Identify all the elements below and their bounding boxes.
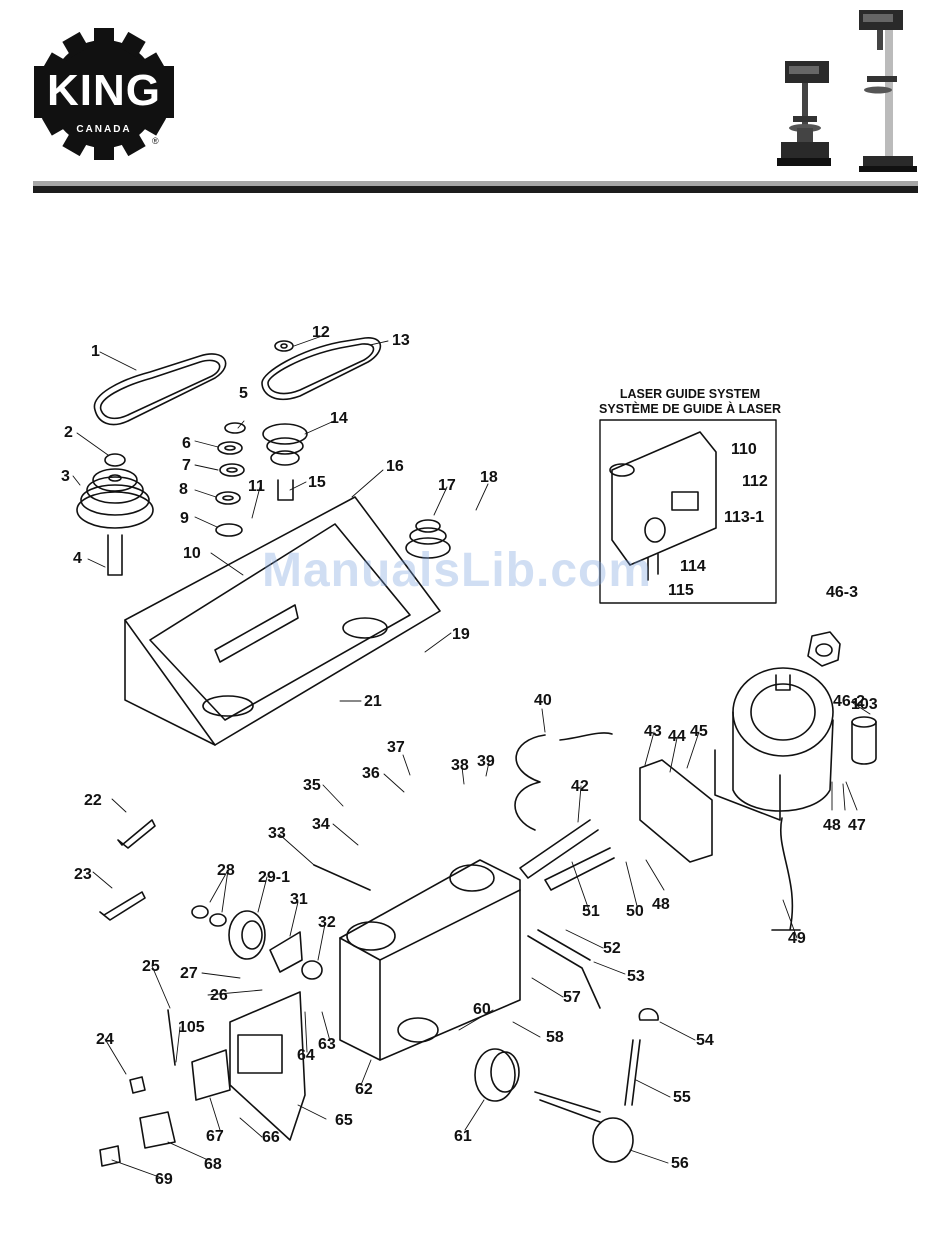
king-canada-logo: KING CANADA ® [30, 28, 178, 160]
part-callout: 53 [627, 968, 645, 985]
part-callout: 105 [178, 1019, 205, 1036]
part-callout: 47 [848, 817, 866, 834]
laser-part-callout: 112 [742, 473, 768, 490]
bench-drill-press-image [777, 61, 831, 166]
part-callout: 7 [182, 457, 191, 474]
part-callout: 10 [183, 545, 201, 562]
part-callout: 55 [673, 1089, 691, 1106]
part-callout: 48 [823, 817, 841, 834]
part-callout: 28 [217, 862, 235, 879]
part-callout: 22 [84, 792, 102, 809]
part-callout: 33 [268, 825, 286, 842]
part-callout: 2 [64, 424, 73, 441]
part-callout: 49 [788, 930, 806, 947]
motor-drawing [714, 667, 834, 821]
belt-13-drawing [261, 337, 382, 401]
laser-guide-title-fr: SYSTÈME DE GUIDE À LASER [599, 402, 781, 416]
part-callout: 16 [386, 458, 404, 475]
part-callout: 8 [179, 481, 188, 498]
header-rule [33, 186, 918, 193]
part-callout: 29-1 [258, 869, 291, 886]
part-callout: 44 [668, 728, 686, 745]
belt-guard-drawing [124, 496, 441, 746]
part-callout: 25 [142, 958, 160, 975]
brand-subtitle: CANADA [76, 124, 132, 135]
part-callout: 64 [297, 1047, 315, 1064]
part-callout: 6 [182, 435, 191, 452]
header-rule-light [33, 181, 918, 186]
brand-name: KING [47, 66, 161, 115]
belt-1-drawing [93, 353, 227, 426]
part-callout: 57 [563, 989, 581, 1006]
part-callout: 15 [308, 474, 326, 491]
part-callout: 62 [355, 1081, 373, 1098]
laser-part-callout: 114 [680, 558, 706, 575]
part-callout: 31 [290, 891, 308, 908]
part-callout: 11 [248, 478, 265, 495]
part-callout: 46-2 [833, 693, 866, 710]
part-callout: 66 [262, 1129, 280, 1146]
part-callout: 63 [318, 1036, 336, 1053]
part-callout: 40 [534, 692, 552, 709]
part-callout: 69 [155, 1171, 173, 1188]
watermark: ManualsLib.com [262, 544, 653, 597]
laser-guide-box [599, 419, 777, 604]
part-callout: 51 [582, 903, 600, 920]
part-callout: 103 [851, 696, 878, 713]
drill-press-thumbnails [777, 10, 917, 172]
part-callout: 45 [690, 723, 708, 740]
part-callout: 18 [480, 469, 498, 486]
laser-part-callout: 113-1 [724, 509, 765, 526]
idler-pulley-drawing [405, 519, 451, 559]
part-callout: 21 [364, 693, 382, 710]
part-callout: 5 [239, 385, 248, 402]
part-callout: 48 [652, 896, 670, 913]
part-callout: 46-3 [826, 584, 859, 601]
switch-box-drawing [229, 991, 306, 1141]
part-callout: 19 [452, 626, 470, 643]
part-callout: 65 [335, 1112, 353, 1129]
part-callout: 60 [473, 1001, 491, 1018]
part-callout: 36 [362, 765, 380, 782]
part-callout: 68 [204, 1156, 222, 1173]
spindle-pulley-drawing [262, 423, 308, 501]
part-callout: 38 [451, 757, 469, 774]
part-callout: 24 [96, 1031, 114, 1048]
part-callout: 67 [206, 1128, 224, 1145]
part-callout: 56 [671, 1155, 689, 1172]
part-callout: 61 [454, 1128, 472, 1145]
part-callout: 26 [210, 987, 228, 1004]
part-callout: 27 [180, 965, 198, 982]
part-callout: 1 [91, 343, 100, 360]
part-callout: 4 [73, 550, 82, 567]
part-callout: 42 [571, 778, 589, 795]
registered-mark: ® [152, 136, 159, 146]
laser-part-callout: 110 [731, 441, 757, 458]
leader-lines [72, 335, 871, 1179]
part-callout: 54 [696, 1032, 714, 1049]
part-callout: 3 [61, 468, 70, 485]
floor-drill-press-image [859, 10, 917, 172]
motor-pulley-drawing [76, 453, 154, 576]
exploded-parts-diagram [72, 335, 877, 1179]
part-callout: 34 [312, 816, 330, 833]
gear-icon [30, 28, 178, 160]
part-callout: 12 [312, 324, 330, 341]
laser-part-callout: 115 [668, 582, 694, 599]
laser-guide-title-en: LASER GUIDE SYSTEM [619, 387, 761, 401]
part-callout: 43 [644, 723, 662, 740]
head-casting-drawing [339, 859, 521, 1061]
part-callout: 58 [546, 1029, 564, 1046]
part-callout: 23 [74, 866, 92, 883]
part-callout: 52 [603, 940, 621, 957]
part-callout: 32 [318, 914, 336, 931]
part-callout: 35 [303, 777, 321, 794]
part-callout: 17 [438, 477, 456, 494]
part-callout: 14 [330, 410, 348, 427]
part-callout: 39 [477, 753, 495, 770]
part-callout: 37 [387, 739, 405, 756]
part-callout: 9 [180, 510, 189, 527]
part-callout: 50 [626, 903, 644, 920]
part-callout: 13 [392, 332, 410, 349]
